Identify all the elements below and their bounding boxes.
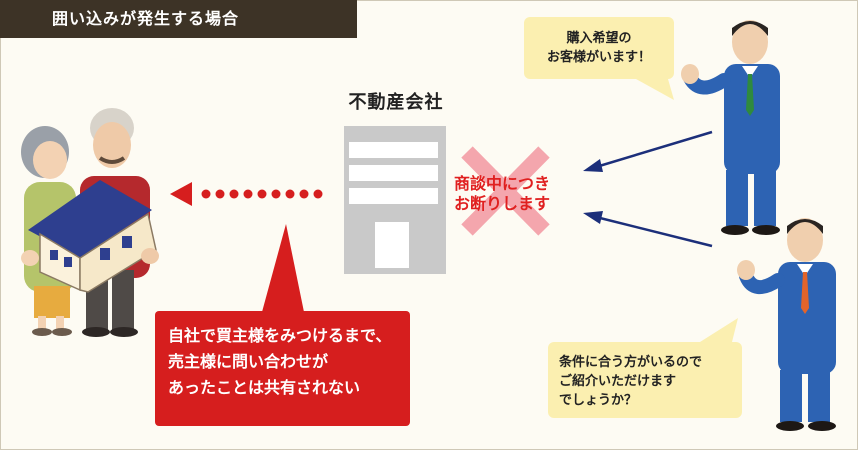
speech-line: お客様がいます！ [546, 50, 651, 65]
buyer-inquiry-arrows [583, 130, 713, 248]
section-title: 囲い込みが発生する場合 [0, 0, 357, 38]
buyer-top-speech-bubble: 購入希望の お客様がいます！ [524, 17, 674, 79]
speech-line: 条件に合う方がいるので [559, 355, 703, 370]
callout-line: 売主様に問い合わせが [168, 352, 329, 371]
real-estate-building-icon [344, 126, 446, 274]
blocked-contact-arrow [170, 182, 323, 206]
speech-line: ご紹介いただけます [559, 374, 677, 389]
speech-line: でしょうか？ [559, 393, 638, 408]
top-bubble-tail [636, 79, 674, 100]
refusal-cross-icon [461, 146, 550, 236]
callout-line: 自社で買主様をみつけるまで、 [168, 326, 392, 345]
buyer-bottom-illustration [737, 218, 836, 431]
buyer-top-illustration [681, 20, 780, 235]
refusal-line: 商談中につき [453, 174, 550, 193]
company-label: 不動産会社 [348, 92, 444, 113]
callout-box: 自社で買主様をみつけるまで、 売主様に問い合わせが あったことは共有されない [155, 311, 410, 426]
refusal-message: 商談中につき お断りします [438, 174, 566, 214]
speech-line: 購入希望の [566, 31, 632, 46]
callout-tail [262, 224, 304, 312]
bottom-bubble-tail [700, 318, 738, 342]
callout-line: あったことは共有されない [168, 378, 361, 397]
seller-couple-illustration [21, 108, 159, 337]
buyer-bottom-speech-bubble: 条件に合う方がいるので ご紹介いただけます でしょうか？ [548, 342, 742, 418]
refusal-line: お断りします [453, 194, 550, 213]
